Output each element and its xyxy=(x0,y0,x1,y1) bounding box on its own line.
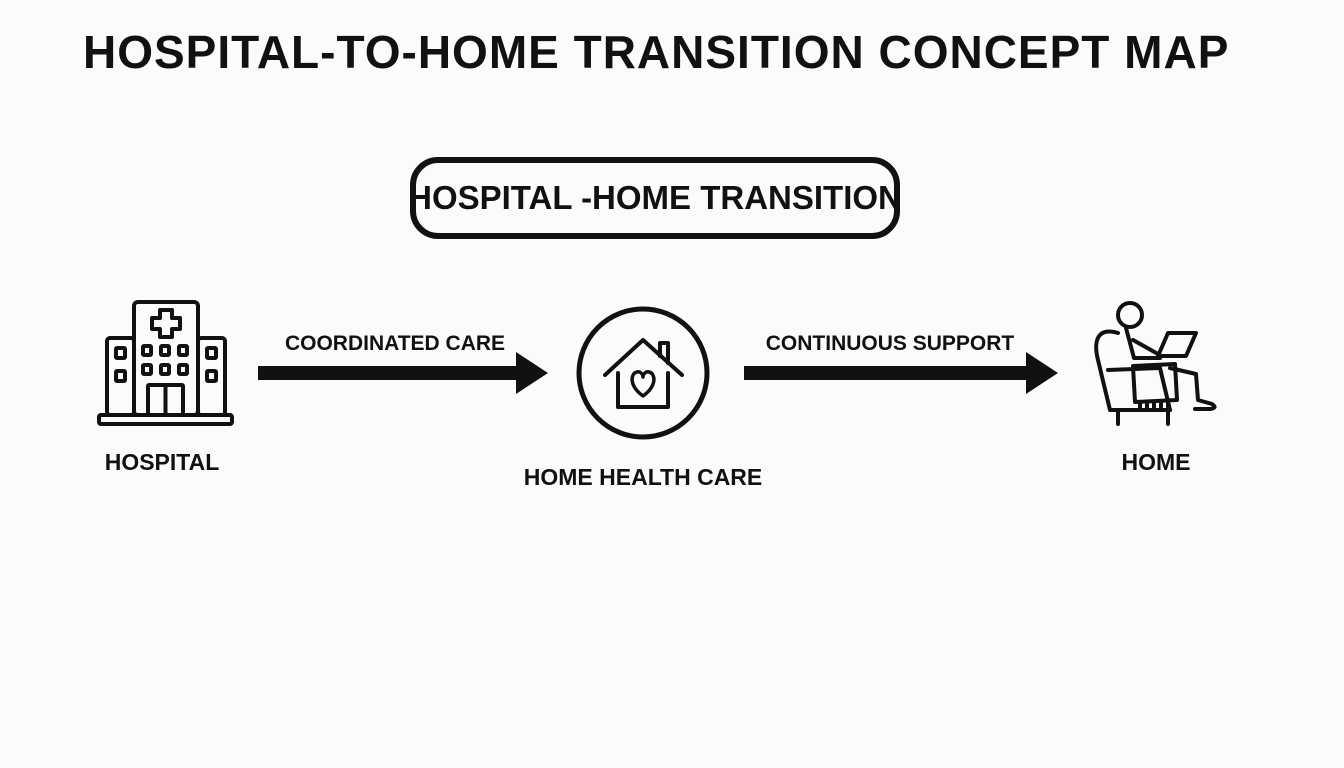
page-title: HOSPITAL-TO-HOME TRANSITION CONCEPT MAP xyxy=(83,26,1230,78)
node-label-hospital: HOSPITAL xyxy=(104,449,220,475)
central-concept-box: HOSPITAL -HOME TRANSITION xyxy=(408,157,902,239)
connector-arrow-continuous-support xyxy=(744,352,1058,394)
person-in-armchair-with-laptop-icon xyxy=(1094,301,1217,426)
edge-label-continuous-support: CONTINUOUS SUPPORT xyxy=(765,332,1015,355)
node-label-home: HOME xyxy=(1121,449,1191,475)
house-heart-icon xyxy=(576,306,710,440)
edge-label-coordinated-care: COORDINATED CARE xyxy=(284,332,506,355)
central-concept-label: HOSPITAL -HOME TRANSITION xyxy=(408,179,902,216)
node-label-home-health-care: HOME HEALTH CARE xyxy=(523,464,763,490)
hospital-building-icon xyxy=(97,300,234,426)
connector-arrow-coordinated-care xyxy=(258,352,548,394)
